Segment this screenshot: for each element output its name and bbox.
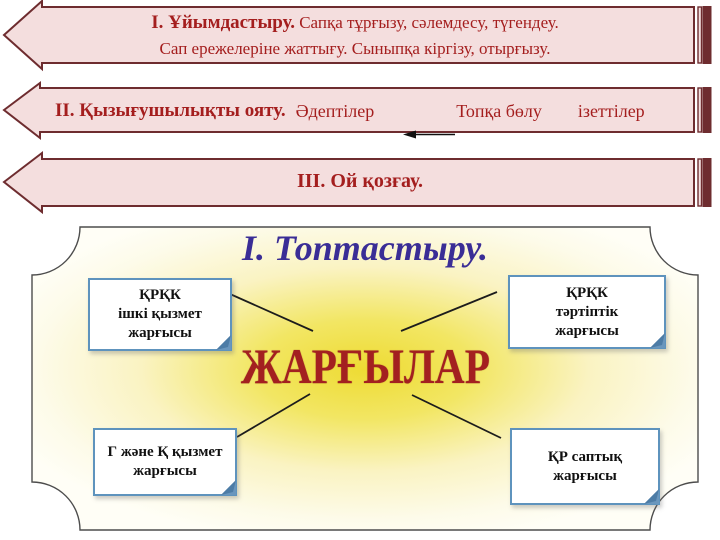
banner-3: III. Ой қозғау. <box>40 158 680 204</box>
folded-corner-icon <box>216 335 231 350</box>
note-label: Г және Қ қызмет жарғысы <box>107 444 223 479</box>
central-term: ЖАРҒЫЛАР <box>32 338 698 395</box>
banner-1-line-2: Сап ережелеріне жаттығу. Сыныпқа кіргізу… <box>52 36 658 62</box>
note-box-bottom-right: ҚР саптық жарғысы <box>510 428 660 505</box>
panel-title-text: I. Топтастыру. <box>242 228 488 268</box>
banner-2-arrow-shape <box>2 81 712 141</box>
banner-1-heading: I. Ұйымдастыру. <box>151 12 295 33</box>
connector-lines <box>229 291 502 439</box>
banner-2-item-3: ізеттілер <box>577 100 645 121</box>
folded-corner-icon <box>644 489 659 504</box>
small-left-arrow-icon <box>403 130 455 139</box>
banner-2-heading: II. Қызығушылықты ояту. <box>55 100 286 121</box>
banner-1-body-1: Сапқа тұрғызу, сәлемдесу, түгендеу. <box>299 13 559 32</box>
banner-1-line-1: I. Ұйымдастыру. Сапқа тұрғызу, сәлемдесу… <box>52 10 658 36</box>
note-box-top-left: ҚРҚК ішкі қызмет жарғысы <box>88 278 232 351</box>
note-box-bottom-left: Г және Қ қызмет жарғысы <box>93 428 237 496</box>
banner-2: II. Қызығушылықты ояту. Әдептілер Топқа … <box>55 90 695 132</box>
banner-1-body-2: Сап ережелеріне жаттығу. Сыныпқа кіргізу… <box>159 39 551 58</box>
banner-2-item-2: Топқа бөлу <box>456 100 542 121</box>
banner-3-heading: III. Ой қозғау. <box>296 169 424 192</box>
banner-2-item-1: Әдептілер <box>295 100 375 121</box>
note-label: ҚРҚК тәртіптік жарғысы <box>555 284 619 339</box>
note-label: ҚР саптық жарғысы <box>547 448 623 484</box>
folded-corner-icon <box>650 333 665 348</box>
banner-3-arrow-shape <box>2 150 712 215</box>
note-label: ҚРҚК ішкі қызмет жарғысы <box>118 287 202 341</box>
central-term-text: ЖАРҒЫЛАР <box>240 338 490 395</box>
folded-corner-icon <box>221 480 236 495</box>
panel-title: I. Топтастыру. <box>32 226 698 270</box>
note-box-top-right: ҚРҚК тәртіптік жарғысы <box>508 275 666 349</box>
banner-1: I. Ұйымдастыру. Сапқа тұрғызу, сәлемдесу… <box>52 9 658 63</box>
banner-1-arrow-shape <box>2 0 712 72</box>
